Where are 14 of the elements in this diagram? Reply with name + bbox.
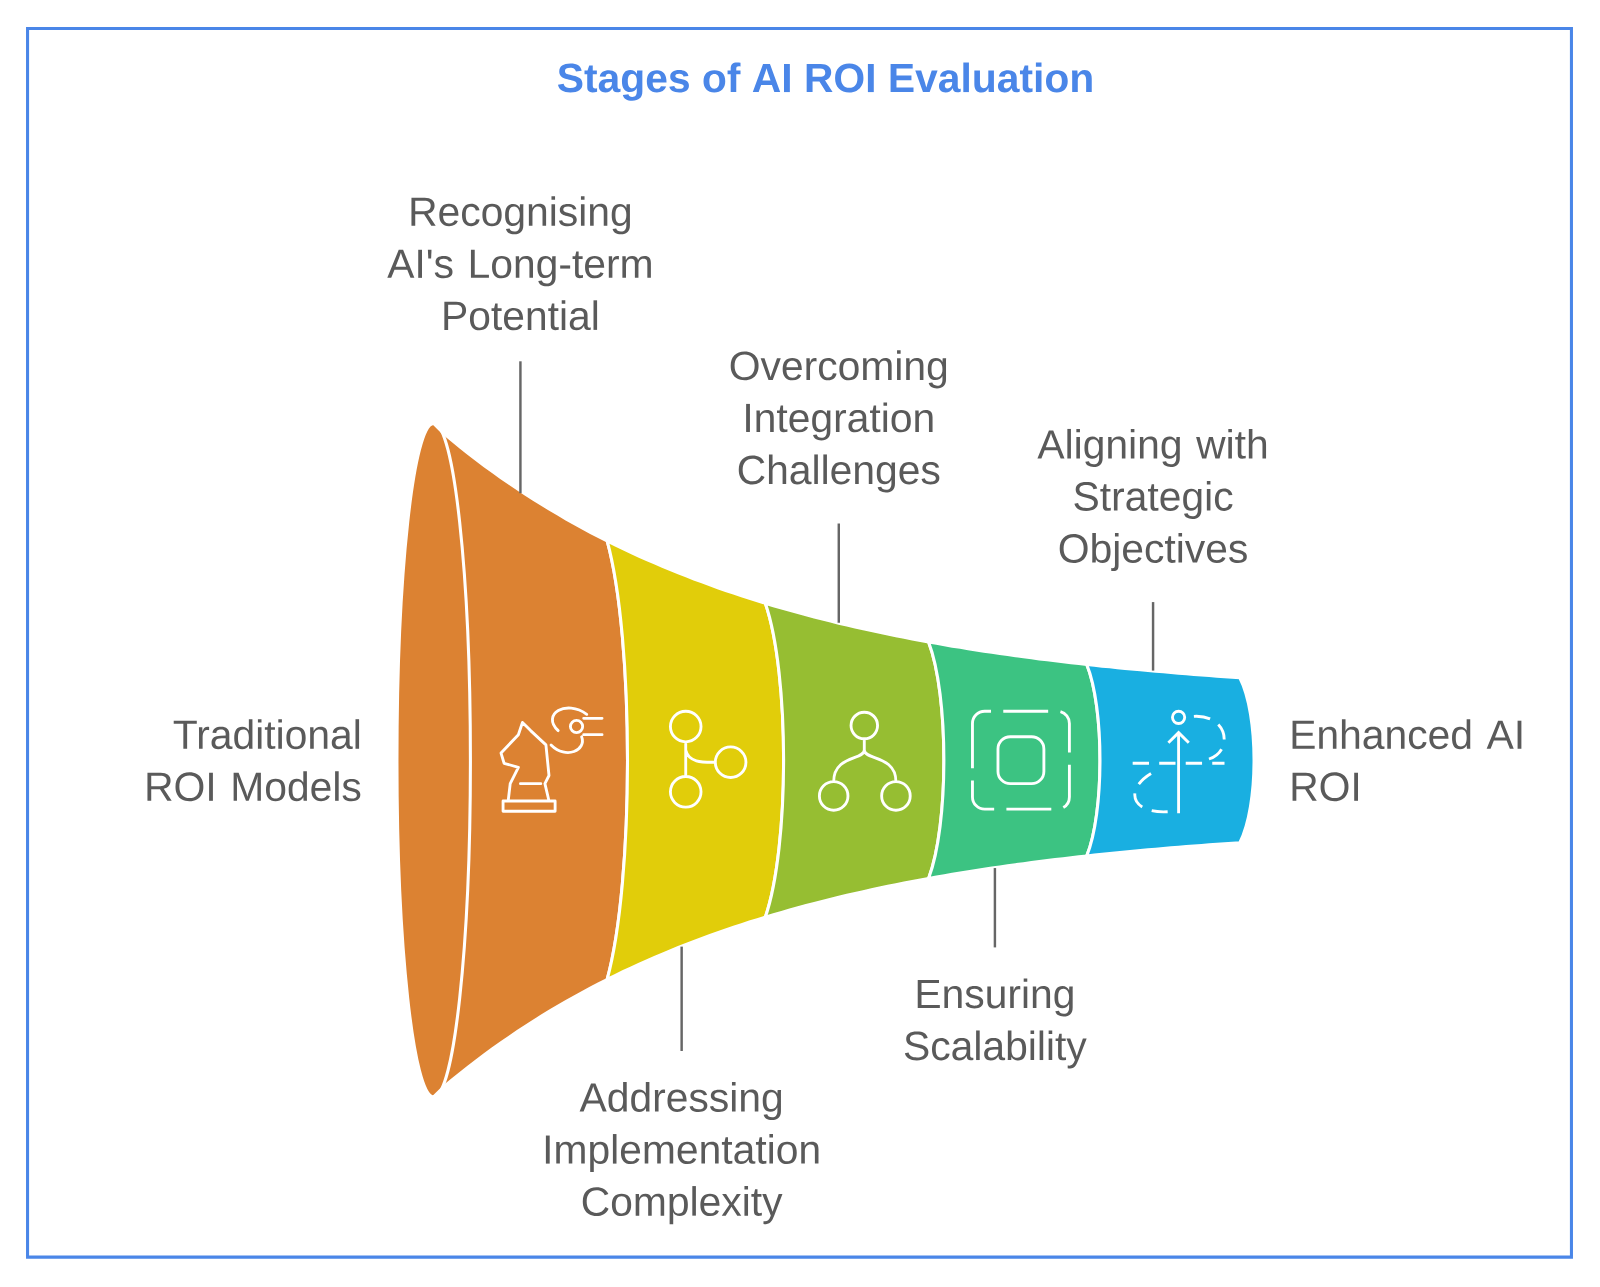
stage-label: Ensuring Scalability (904, 978, 1087, 1069)
title: Stages of AI ROI Evaluation (557, 62, 1092, 101)
leader-line (837, 523, 840, 623)
funnel-band (1085, 663, 1256, 858)
end-label: Enhanced AI ROI (1292, 719, 1522, 802)
leader-line (1151, 602, 1155, 671)
stage-label: Recognising AI's Long-term Potential (387, 196, 651, 331)
leader-line (519, 361, 522, 494)
stage-label: Aligning with Strategic Objectives (1037, 429, 1267, 572)
stage-label: Overcoming Integration Challenges (730, 350, 947, 493)
stage-label: Addressing Implementation Complexity (545, 1082, 819, 1225)
leader-line (993, 868, 997, 948)
leader-line (680, 946, 683, 1052)
end-label: Traditional ROI Models (147, 719, 361, 802)
